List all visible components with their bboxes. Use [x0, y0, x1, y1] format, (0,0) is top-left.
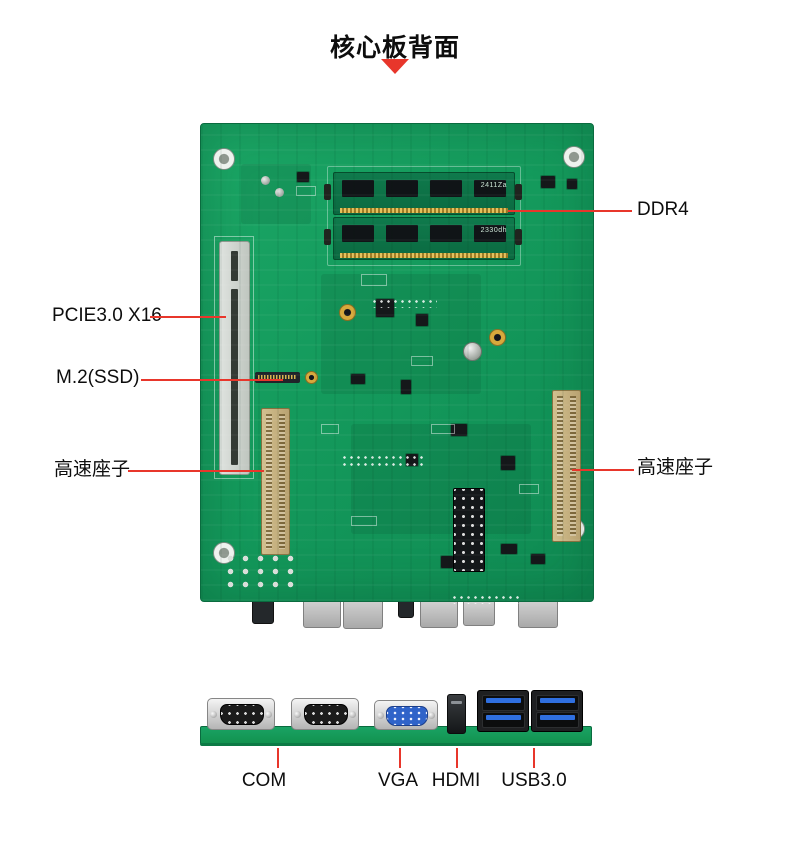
- usb3-port: [536, 712, 579, 728]
- pcie-x16-slot: [219, 241, 250, 475]
- metal-can-component: [463, 342, 482, 361]
- leader-line-highspeed-left: [128, 470, 264, 472]
- label-usb3: USB3.0: [501, 770, 567, 791]
- db9-pin-shell: [304, 704, 348, 725]
- socket-latch: [515, 184, 522, 200]
- gold-edge-contacts: [340, 253, 508, 258]
- callout-highspeed-left: 高速座子: [54, 459, 131, 480]
- memory-chip: [430, 180, 462, 197]
- silkscreen-mark: [519, 484, 539, 494]
- smd-chip: [441, 556, 453, 568]
- capacitor-cluster: [223, 552, 295, 592]
- db9-pin-shell: [220, 704, 264, 725]
- leader-line-pcie: [150, 316, 226, 318]
- usb3-port: [482, 695, 525, 711]
- smd-chip: [401, 380, 411, 394]
- silkscreen-mark: [431, 424, 455, 434]
- pin-header: [453, 488, 485, 572]
- smd-chip: [541, 176, 555, 188]
- pad-row: [341, 454, 425, 470]
- socket-latch: [324, 184, 331, 200]
- com-port-2: [291, 698, 359, 730]
- standoff: [489, 329, 506, 346]
- ddr4-socket-outline: [327, 166, 521, 266]
- pad-row: [451, 594, 521, 604]
- label-com: COM: [241, 770, 287, 791]
- smd-chip: [451, 424, 467, 436]
- label-vga: VGA: [377, 770, 419, 791]
- callout-m2: M.2(SSD): [56, 367, 140, 388]
- high-speed-connector-left: [261, 408, 290, 555]
- smd-chip: [501, 456, 515, 470]
- socket-latch: [324, 229, 331, 245]
- pcb-copper-zone: [351, 424, 531, 534]
- arrow-down-icon: [381, 59, 409, 74]
- pcie-silkscreen-outline: [214, 236, 254, 479]
- silkscreen-mark: [361, 274, 387, 286]
- leader-tick-vga: [399, 748, 401, 768]
- memory-chip: [474, 225, 506, 242]
- usb3-stack-2: [531, 690, 583, 732]
- silkscreen-mark: [351, 516, 377, 526]
- leader-line-m2: [141, 379, 283, 381]
- m2-standoff: [305, 371, 318, 384]
- com-port-1: [207, 698, 275, 730]
- pcb-copper-zone: [321, 274, 481, 394]
- motherboard-back-photo: 2411Za 2330dh: [200, 123, 594, 604]
- capacitor: [275, 188, 284, 197]
- smd-chip: [416, 314, 428, 326]
- callout-highspeed-right: 高速座子: [637, 457, 714, 478]
- hdmi-port: [447, 694, 466, 734]
- smd-chip: [351, 374, 365, 384]
- label-hdmi: HDMI: [431, 770, 481, 791]
- smd-chip: [531, 554, 545, 564]
- module-marking: 2330dh: [480, 227, 507, 234]
- leader-tick-hdmi: [456, 748, 458, 768]
- vga-pin-shell: [386, 706, 428, 726]
- pad-row: [371, 298, 437, 308]
- mounting-hole: [563, 146, 585, 168]
- vga-port: [374, 700, 438, 730]
- memory-chip: [474, 180, 506, 197]
- smd-chip: [567, 179, 577, 189]
- ddr4-module-2: 2330dh: [333, 217, 515, 260]
- silkscreen-mark: [321, 424, 339, 434]
- callout-pcie: PCIE3.0 X16: [52, 305, 162, 326]
- memory-chip: [342, 180, 374, 197]
- usb3-port: [482, 712, 525, 728]
- capacitor: [261, 176, 270, 185]
- usb3-port: [536, 695, 579, 711]
- usb3-stack-1: [477, 690, 529, 732]
- memory-chip: [342, 225, 374, 242]
- callout-ddr4: DDR4: [637, 199, 689, 220]
- standoff: [339, 304, 356, 321]
- silkscreen-mark: [411, 356, 433, 366]
- memory-chip: [430, 225, 462, 242]
- smd-chip: [297, 172, 309, 182]
- mounting-hole: [213, 148, 235, 170]
- m2-ssd-slot: [255, 372, 300, 383]
- ddr4-module-1: 2411Za: [333, 172, 515, 215]
- gold-edge-contacts: [340, 208, 508, 213]
- leader-line-ddr4: [508, 210, 632, 212]
- memory-chip: [386, 225, 418, 242]
- leader-tick-usb: [533, 748, 535, 768]
- high-speed-connector-right: [552, 390, 581, 542]
- smd-chip: [501, 544, 517, 554]
- module-marking: 2411Za: [480, 182, 507, 189]
- leader-line-highspeed-right: [572, 469, 634, 471]
- memory-chip: [386, 180, 418, 197]
- leader-tick-com: [277, 748, 279, 768]
- socket-latch: [515, 229, 522, 245]
- silkscreen-mark: [296, 186, 316, 196]
- page-title: 核心板背面: [329, 34, 460, 62]
